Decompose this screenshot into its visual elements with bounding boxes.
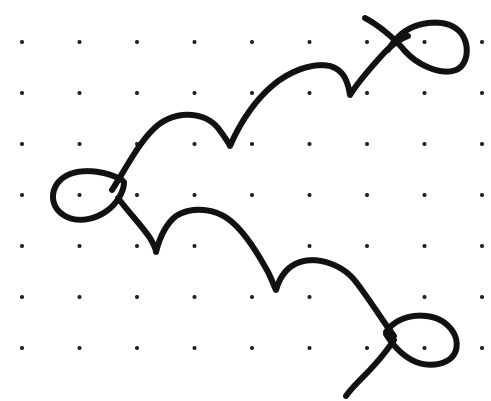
grid-dot bbox=[20, 295, 24, 299]
grid-dot bbox=[250, 40, 254, 44]
grid-dot bbox=[365, 142, 369, 146]
grid-dot bbox=[250, 295, 254, 299]
grid-dot bbox=[250, 346, 254, 350]
grid-dot bbox=[135, 91, 139, 95]
grid-dot bbox=[365, 40, 369, 44]
grid-dot bbox=[78, 244, 82, 248]
grid-dot bbox=[20, 40, 24, 44]
grid-dot bbox=[193, 295, 197, 299]
grid-dot bbox=[193, 142, 197, 146]
grid-dot bbox=[193, 346, 197, 350]
grid-dot bbox=[308, 295, 312, 299]
grid-dot bbox=[480, 346, 484, 350]
grid-dot bbox=[423, 91, 427, 95]
grid-dot bbox=[78, 142, 82, 146]
grid-dot bbox=[135, 244, 139, 248]
grid-dot bbox=[365, 91, 369, 95]
grid-dot bbox=[423, 295, 427, 299]
grid-dot bbox=[20, 244, 24, 248]
grid-dot bbox=[20, 142, 24, 146]
grid-dot bbox=[135, 295, 139, 299]
grid-dot bbox=[423, 142, 427, 146]
grid-dot bbox=[78, 40, 82, 44]
grid-dot bbox=[423, 346, 427, 350]
grid-dot bbox=[135, 346, 139, 350]
grid-dot bbox=[480, 91, 484, 95]
grid-dot bbox=[308, 142, 312, 146]
grid-dot bbox=[20, 91, 24, 95]
grid-dot bbox=[423, 193, 427, 197]
grid-dot bbox=[365, 244, 369, 248]
grid-dot bbox=[78, 193, 82, 197]
grid-dot bbox=[365, 346, 369, 350]
grid-dot bbox=[78, 91, 82, 95]
grid-dot bbox=[423, 40, 427, 44]
grid-dot bbox=[308, 40, 312, 44]
grid-dot bbox=[480, 295, 484, 299]
grid-dot bbox=[250, 142, 254, 146]
grid-dot bbox=[480, 142, 484, 146]
grid-dot bbox=[308, 193, 312, 197]
grid-dot bbox=[423, 244, 427, 248]
grid-dot bbox=[480, 193, 484, 197]
grid-dot bbox=[193, 193, 197, 197]
grid-dot bbox=[20, 193, 24, 197]
grid-dot bbox=[78, 346, 82, 350]
grid-dot bbox=[20, 346, 24, 350]
grid-dot bbox=[135, 40, 139, 44]
grid-dot bbox=[193, 91, 197, 95]
grid-dot bbox=[193, 244, 197, 248]
grid-dot bbox=[135, 193, 139, 197]
grid-dot bbox=[250, 193, 254, 197]
grid-dot bbox=[365, 193, 369, 197]
grid-dot bbox=[308, 244, 312, 248]
grid-dot bbox=[308, 346, 312, 350]
grid-dot bbox=[250, 91, 254, 95]
grid-dot bbox=[308, 91, 312, 95]
grid-dot bbox=[480, 244, 484, 248]
grid-dot bbox=[78, 295, 82, 299]
grid-dot bbox=[480, 40, 484, 44]
grid-dot bbox=[193, 40, 197, 44]
